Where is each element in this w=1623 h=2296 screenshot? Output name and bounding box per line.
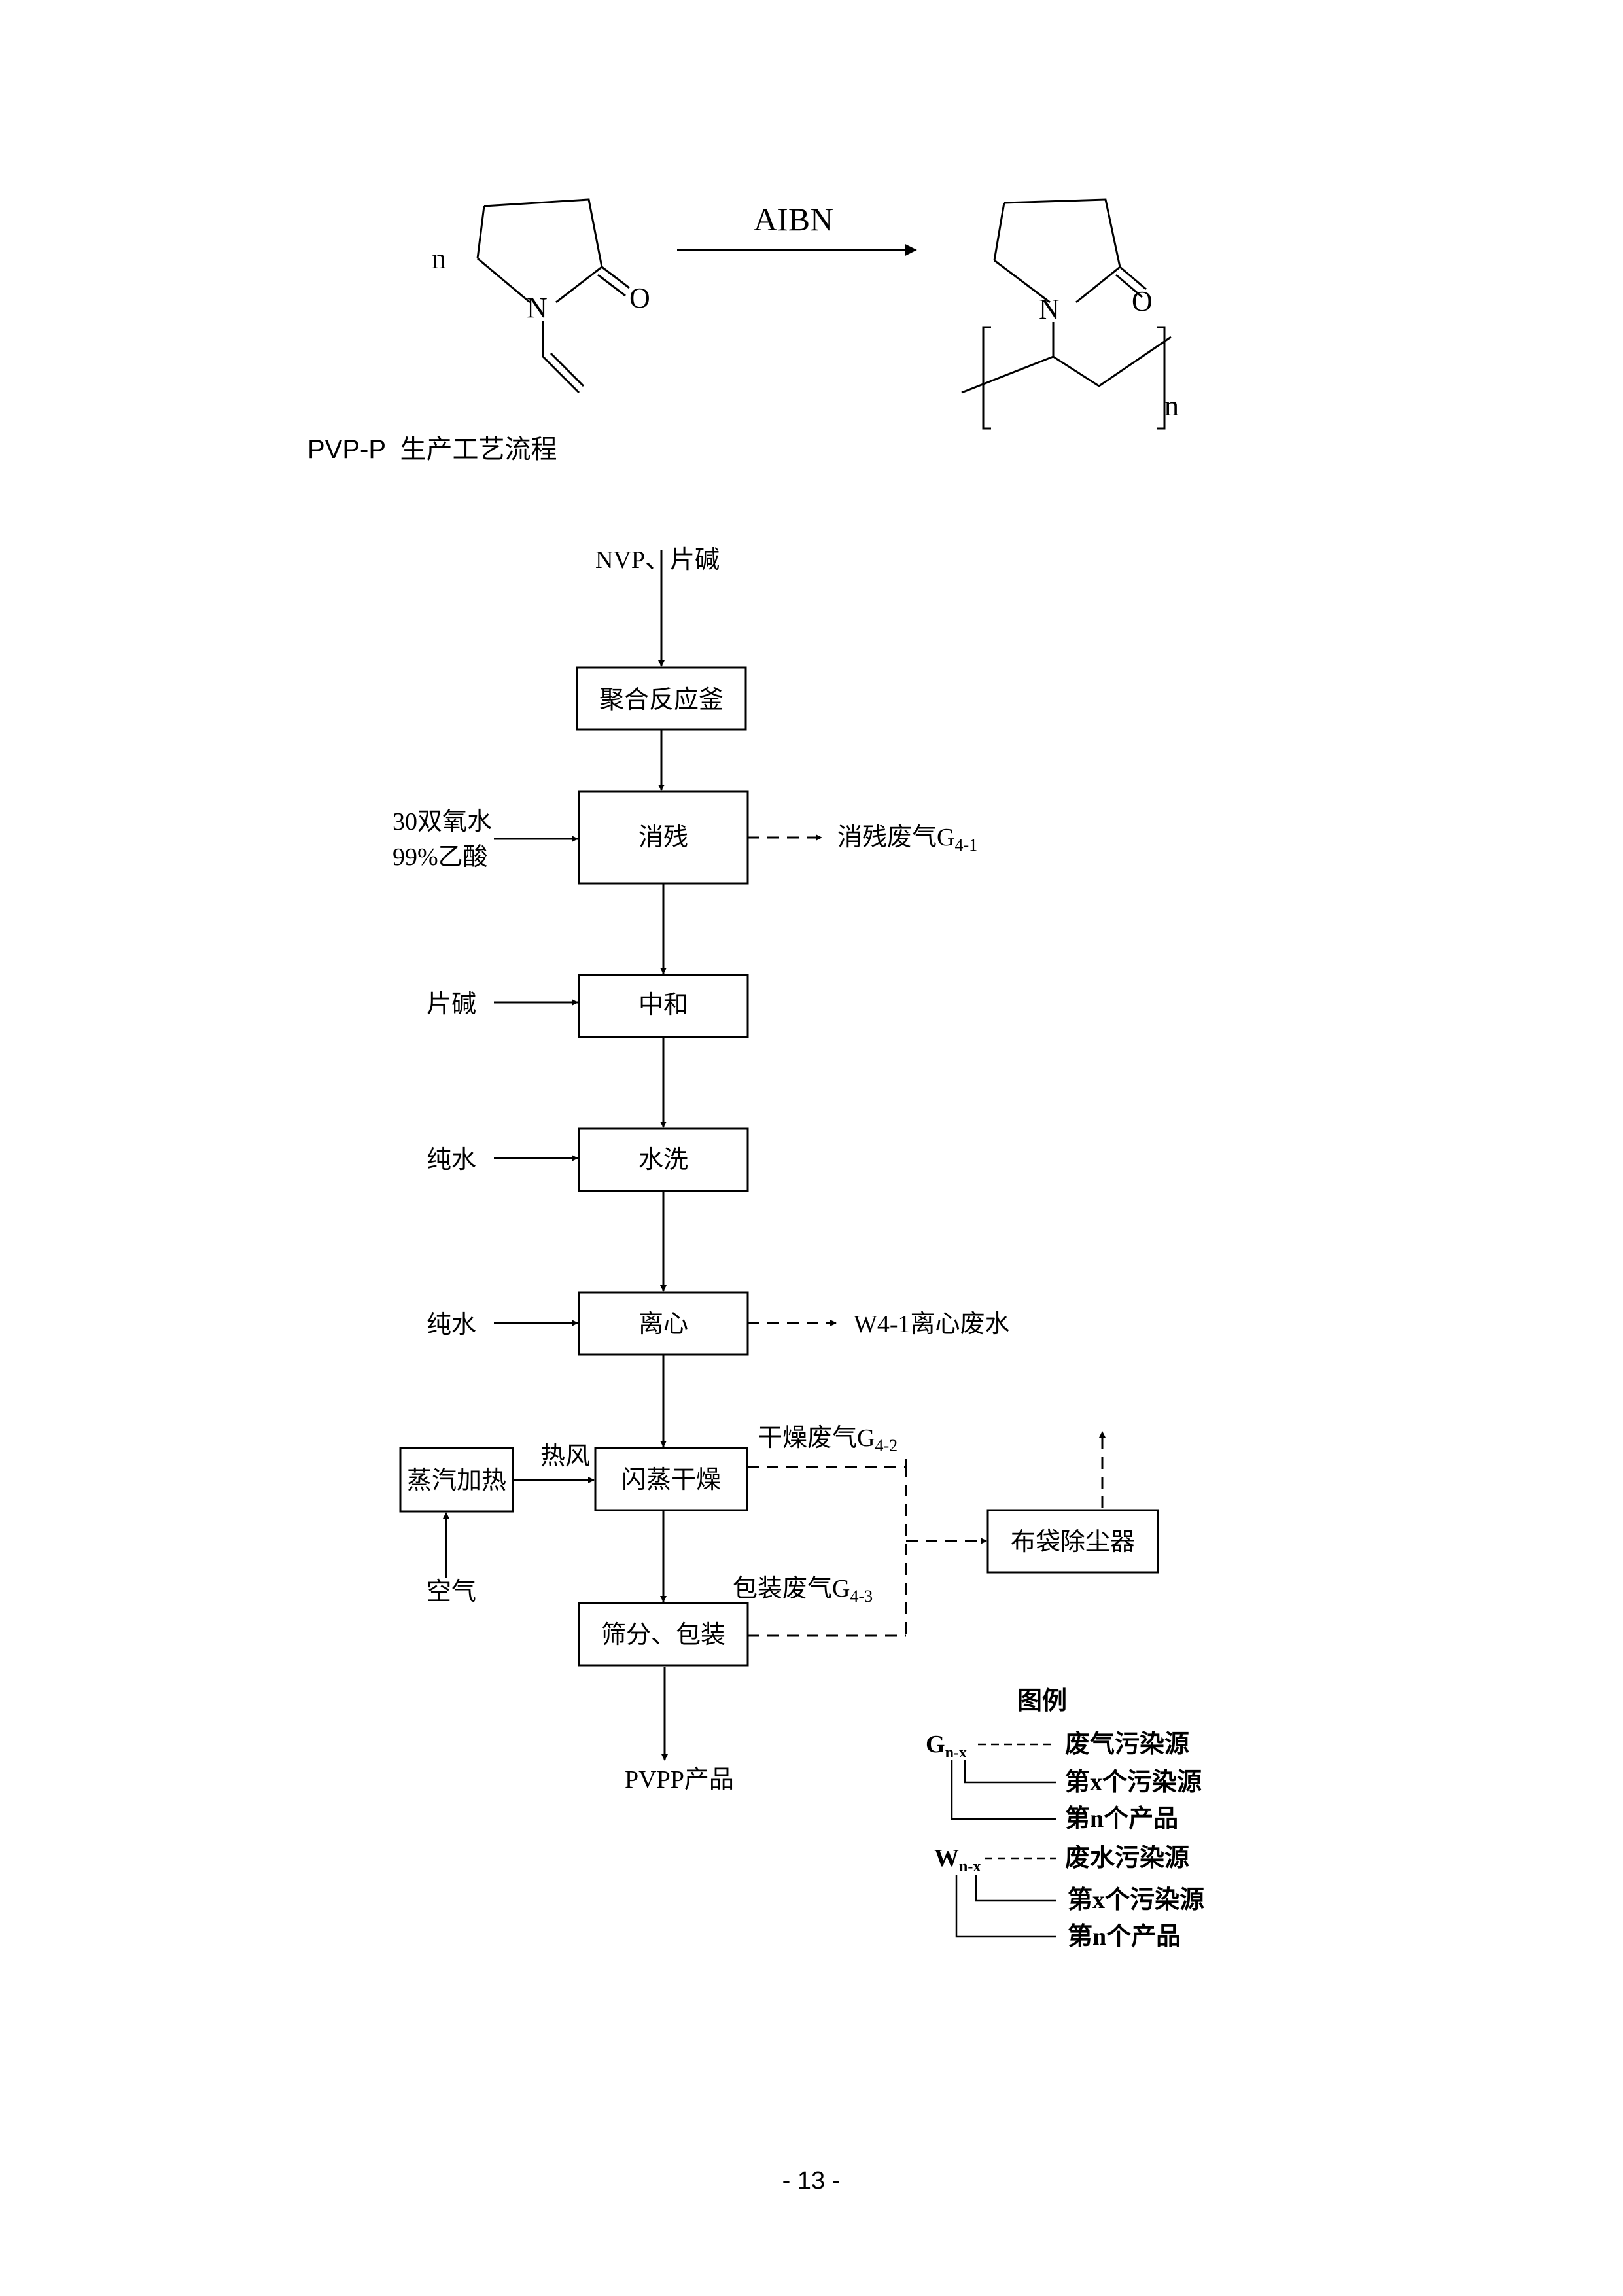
label-input-residue-1: 30双氧水 [393, 808, 492, 836]
label-input-wash: 纯水 [427, 1146, 476, 1174]
label-input-top: NVP、片碱 [595, 546, 720, 574]
page-number: - 13 - [782, 2167, 841, 2195]
flow-arrows [443, 550, 668, 1761]
polymer-bracket-right [1157, 326, 1166, 430]
monomer-count-label: n [432, 243, 446, 275]
polymer-oxygen-label: O [1132, 285, 1153, 317]
flow-boxes [399, 666, 1159, 1667]
legend-title: 图例 [1017, 1687, 1067, 1715]
monomer-ring [477, 198, 603, 304]
label-box-neutral: 中和 [638, 991, 688, 1019]
label-box-centrifuge: 离心 [638, 1311, 688, 1338]
legend-gas-n-desc: 第n个产品 [1065, 1805, 1178, 1833]
legend-water-symbol: Wn-x [934, 1845, 981, 1875]
label-input-residue-2: 99%乙酸 [393, 843, 488, 871]
label-output-dry-gas: 干燥废气G4-2 [758, 1424, 898, 1455]
label-box-sieve-pack: 筛分、包装 [601, 1621, 725, 1649]
flow-labels: NVP、片碱 聚合反应釜 30双氧水 99%乙酸 消残 消残废气G4-1 片碱 … [393, 546, 1135, 1793]
label-output-residue-gas: 消残废气G4-1 [837, 824, 977, 855]
legend-water-n-desc: 第n个产品 [1068, 1923, 1181, 1951]
label-hot-air: 热风 [540, 1443, 590, 1470]
legend-water-x-desc: 第x个污染源 [1068, 1886, 1204, 1914]
label-box-steam: 蒸汽加热 [407, 1467, 506, 1494]
label-box-polymerization: 聚合反应釜 [599, 686, 724, 714]
label-output-product: PVPP产品 [625, 1766, 734, 1793]
polymer-ring [994, 198, 1121, 304]
monomer-carbonyl-bond [601, 266, 630, 289]
monomer-nitrogen-label: N [527, 292, 548, 324]
label-output-pack-gas: 包装废气G4-3 [733, 1575, 873, 1606]
label-box-wash: 水洗 [638, 1146, 688, 1174]
flow-dashed-outputs [747, 834, 1106, 1637]
reaction-labels: n N O AIBN N O n [432, 201, 1179, 422]
label-output-centrifuge-water: W4-1离心废水 [854, 1311, 1010, 1338]
legend-gas-desc: 废气污染源 [1065, 1731, 1189, 1758]
monomer-ring-bond [476, 205, 485, 259]
polymer-backbone [961, 336, 1172, 394]
monomer-oxygen-label: O [629, 282, 650, 314]
reaction-scheme [476, 198, 1172, 430]
label-input-air: 空气 [427, 1578, 476, 1606]
label-box-residue: 消残 [638, 824, 688, 851]
polymer-carbonyl-bond [1119, 266, 1147, 291]
label-input-neutral: 片碱 [427, 991, 476, 1018]
catalyst-label: AIBN [754, 201, 833, 238]
box-sieve-pack [578, 1602, 749, 1667]
legend: 图例 Gn-x 废气污染源 第x个污染源 第n个产品 Wn-x 废水污染源 第x… [926, 1687, 1204, 1951]
label-box-flash-dry: 闪蒸干燥 [621, 1466, 721, 1494]
legend-gas-x-desc: 第x个污染源 [1065, 1769, 1202, 1796]
polymer-nitrogen-label: N [1039, 293, 1060, 325]
polymer-count-label: n [1164, 390, 1179, 422]
label-input-centrifuge: 纯水 [427, 1311, 476, 1339]
box-bag-filter [986, 1509, 1159, 1574]
line-dry-gas [747, 1466, 907, 1636]
polymer-bracket-left [982, 326, 991, 430]
box-flash-dry [594, 1447, 748, 1511]
legend-gas-symbol: Gn-x [926, 1731, 967, 1761]
section-title: PVP-P 生产工艺流程 [307, 435, 557, 464]
legend-water-desc: 废水污染源 [1065, 1845, 1189, 1872]
label-box-bag-filter: 布袋除尘器 [1011, 1528, 1135, 1556]
